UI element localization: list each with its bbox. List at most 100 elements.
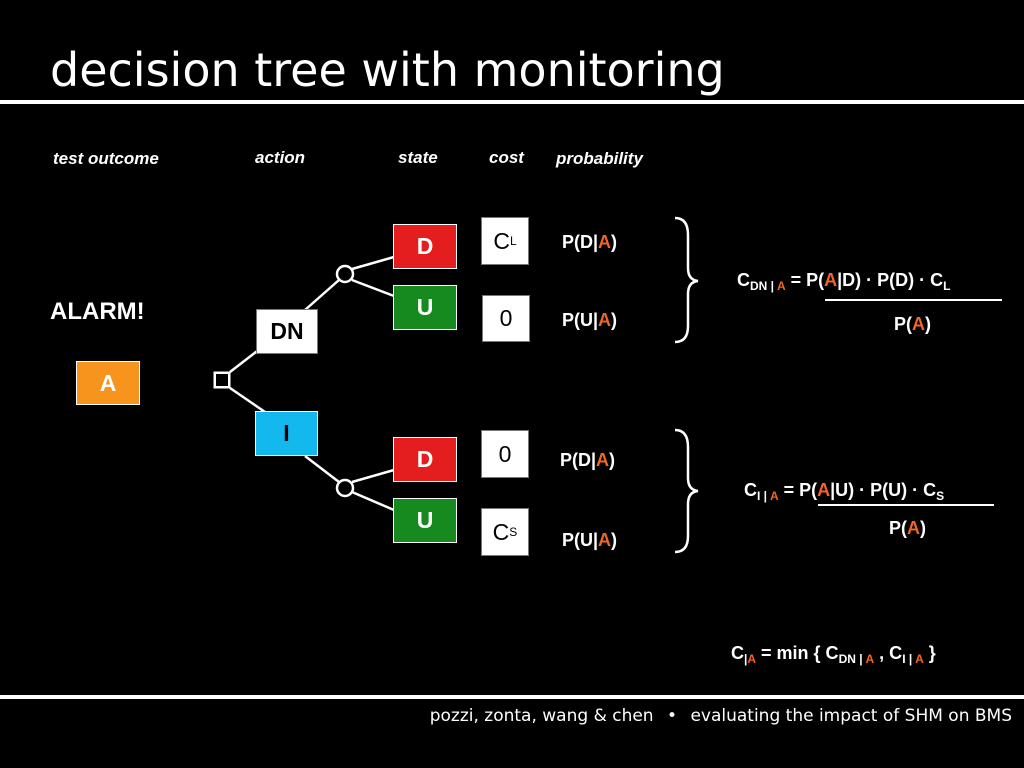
footer-rule <box>0 695 1024 699</box>
prob-text: P(U| <box>562 530 599 550</box>
cost-cs-main: C <box>492 518 510 545</box>
formula-text: = P( <box>778 480 818 500</box>
formula-sub: DN | A <box>750 279 786 293</box>
formula-i-fraction-line <box>818 504 994 506</box>
action-i-box: I <box>255 411 318 456</box>
cost-zero-bottom: 0 <box>481 430 529 478</box>
edge-chance-d-bottom <box>351 468 395 484</box>
prob-a: A <box>598 530 612 550</box>
chance-node-dn <box>335 264 355 284</box>
edge-chance-d-top <box>351 255 395 271</box>
footer-bullet: • <box>667 706 678 726</box>
prob-u-given-a-bottom: P(U|A) <box>562 530 617 551</box>
formula-text: P( <box>889 518 907 538</box>
formula-text: = min { C <box>756 643 839 663</box>
prob-u-given-a-top: P(U|A) <box>562 310 617 331</box>
prob-text: ) <box>611 310 618 330</box>
formula-dn-numerator: CDN | A = P(A|D) · P(D) · CL <box>737 270 950 293</box>
footer: pozzi, zonta, wang & chen • evaluating t… <box>430 706 1012 726</box>
chance-node-i <box>335 478 355 498</box>
slide-title: decision tree with monitoring <box>50 43 725 97</box>
prob-text: P(U| <box>562 310 599 330</box>
state-d-top: D <box>393 224 457 269</box>
formula-text: C <box>737 270 750 290</box>
formula-sub-sep: | <box>760 489 770 503</box>
formula-text: ) <box>920 518 926 538</box>
formula-i-numerator: CI | A = P(A|U) · P(U) · CS <box>744 480 944 503</box>
formula-text: P( <box>894 314 912 334</box>
formula-sub-text: DN <box>838 652 856 666</box>
formula-dn-fraction-line <box>825 299 1002 301</box>
formula-sub: L <box>943 279 951 293</box>
formula-text: |U) · P(U) · C <box>830 480 937 500</box>
formula-sub-a: A <box>769 489 779 503</box>
prob-a: A <box>598 232 612 252</box>
prob-text: ) <box>611 232 618 252</box>
formula-sub-sep: | <box>767 279 777 293</box>
formula-text: = P( <box>785 270 825 290</box>
header-probability: probability <box>556 149 643 168</box>
formula-sub-text: I <box>902 652 906 666</box>
formula-a: A <box>817 480 831 500</box>
prob-text: ) <box>609 450 616 470</box>
header-action: action <box>255 148 306 167</box>
edge-chance-u-top <box>351 278 395 298</box>
prob-text: P(D| <box>562 232 599 252</box>
edge-i-chance <box>304 455 340 483</box>
formula-sub: I | A <box>757 489 779 503</box>
formula-a: A <box>907 518 920 538</box>
prob-a: A <box>598 310 612 330</box>
test-outcome-box: A <box>76 361 140 405</box>
edge-decision-i <box>229 386 266 414</box>
header-test-outcome: test outcome <box>53 149 159 168</box>
formula-min: C|A = min { CDN | A , CI | A } <box>731 643 936 666</box>
formula-text: |D) · P(D) · C <box>837 270 944 290</box>
formula-i-denominator: P(A) <box>889 518 926 539</box>
formula-sub: I | A <box>902 652 924 666</box>
cost-cs-sub: S <box>509 525 518 539</box>
title-rule <box>0 100 1024 104</box>
state-u-top: U <box>393 285 457 330</box>
state-u-bottom: U <box>393 498 457 543</box>
formula-sub: DN | A <box>839 652 875 666</box>
brace-bottom <box>674 428 699 554</box>
prob-d-given-a-top: P(D|A) <box>562 232 617 253</box>
prob-text: P(D| <box>560 450 597 470</box>
edge-chance-u-bottom <box>351 490 395 512</box>
formula-text: , C <box>874 643 903 663</box>
cost-zero-top: 0 <box>482 295 530 342</box>
formula-text: ) <box>925 314 931 334</box>
prob-text: ) <box>611 530 618 550</box>
formula-sub: S <box>936 489 945 503</box>
prob-a: A <box>596 450 610 470</box>
formula-sub-a: A <box>915 652 924 666</box>
decision-node-inner <box>216 374 228 386</box>
formula-text: C <box>731 643 744 663</box>
formula-sub-a: A <box>865 652 875 666</box>
cost-cl-main: C <box>493 227 510 254</box>
state-d-bottom: D <box>393 437 457 482</box>
formula-sub-sep: | <box>905 652 916 666</box>
formula-sub-bar: | <box>744 652 748 666</box>
action-dn-box: DN <box>256 309 318 354</box>
formula-a: A <box>824 270 838 290</box>
cost-cl-sub: L <box>509 234 517 248</box>
header-cost: cost <box>489 148 524 167</box>
alarm-label: ALARM! <box>50 298 145 325</box>
formula-sub-a: A <box>776 279 786 293</box>
formula-text: } <box>923 643 936 663</box>
formula-sub: |A <box>744 652 756 666</box>
brace-top <box>674 216 699 344</box>
formula-sub-a: A <box>747 652 757 666</box>
footer-topic: evaluating the impact of SHM on BMS <box>690 706 1012 726</box>
formula-sub-text: DN <box>750 279 768 293</box>
prob-d-given-a-bottom: P(D|A) <box>560 450 615 471</box>
header-state: state <box>398 148 438 167</box>
edge-dn-chance <box>304 279 340 311</box>
footer-authors: pozzi, zonta, wang & chen <box>429 706 654 726</box>
formula-text: C <box>744 480 757 500</box>
formula-dn-denominator: P(A) <box>894 314 931 335</box>
